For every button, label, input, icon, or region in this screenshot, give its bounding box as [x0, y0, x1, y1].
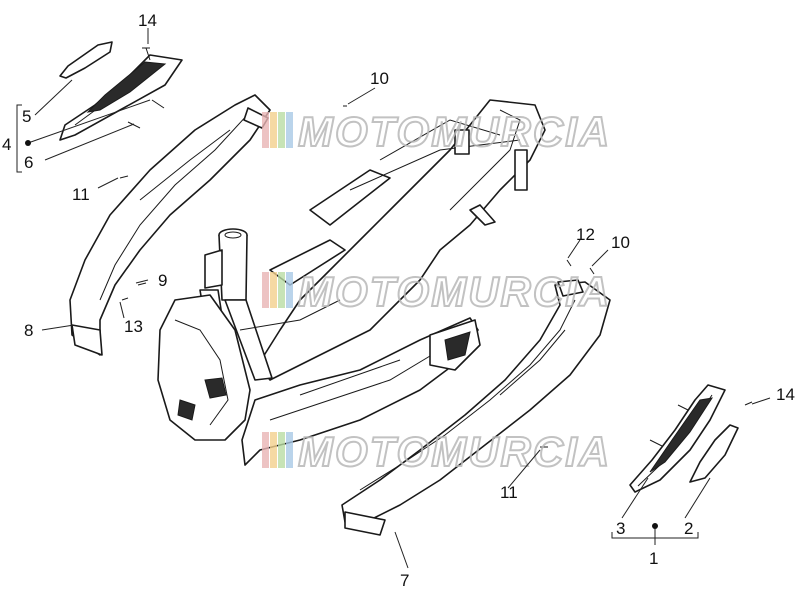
- leader-lines: [16, 28, 771, 569]
- screws-upper: [119, 47, 347, 179]
- callout-12: 12: [576, 225, 595, 244]
- leg-shield-inner: [157, 294, 251, 441]
- watermark-3: MOTOMURCIA: [262, 427, 611, 476]
- grille-upper: [59, 54, 183, 141]
- floor-cover: [241, 317, 481, 466]
- grille-lens-lower: [689, 424, 739, 483]
- callout-10-lower: 10: [611, 233, 630, 252]
- callout-14-lower: 14: [776, 385, 795, 404]
- grille-lower: [629, 384, 726, 493]
- callout-1: 1: [649, 549, 658, 568]
- callout-14-upper: 14: [138, 11, 157, 30]
- callout-8: 8: [24, 321, 33, 340]
- watermark-text-3: MOTOMURCIA: [298, 428, 611, 475]
- grille-lens-upper: [59, 41, 113, 79]
- side-panel-right: [341, 279, 611, 536]
- watermark-text-2: MOTOMURCIA: [298, 268, 611, 315]
- callout-7: 7: [400, 571, 409, 590]
- callout-13: 13: [124, 317, 143, 336]
- assembly-dot-upper: [25, 140, 31, 146]
- steering-head: [204, 228, 248, 301]
- callout-9: 9: [158, 271, 167, 290]
- callout-5: 5: [22, 107, 31, 126]
- callout-4: 4: [2, 135, 11, 154]
- callout-3: 3: [616, 519, 625, 538]
- assembly-dot-lower: [652, 523, 658, 529]
- watermark-2: MOTOMURCIA: [262, 267, 611, 316]
- callout-11-lower: 11: [500, 483, 518, 502]
- callout-2: 2: [684, 519, 693, 538]
- screws-lower: [121, 259, 753, 448]
- callout-11-upper: 11: [72, 185, 90, 204]
- watermark-1: MOTOMURCIA: [262, 107, 611, 156]
- callout-6: 6: [24, 153, 33, 172]
- watermark-text-1: MOTOMURCIA: [298, 108, 611, 155]
- callout-10-upper: 10: [370, 69, 389, 88]
